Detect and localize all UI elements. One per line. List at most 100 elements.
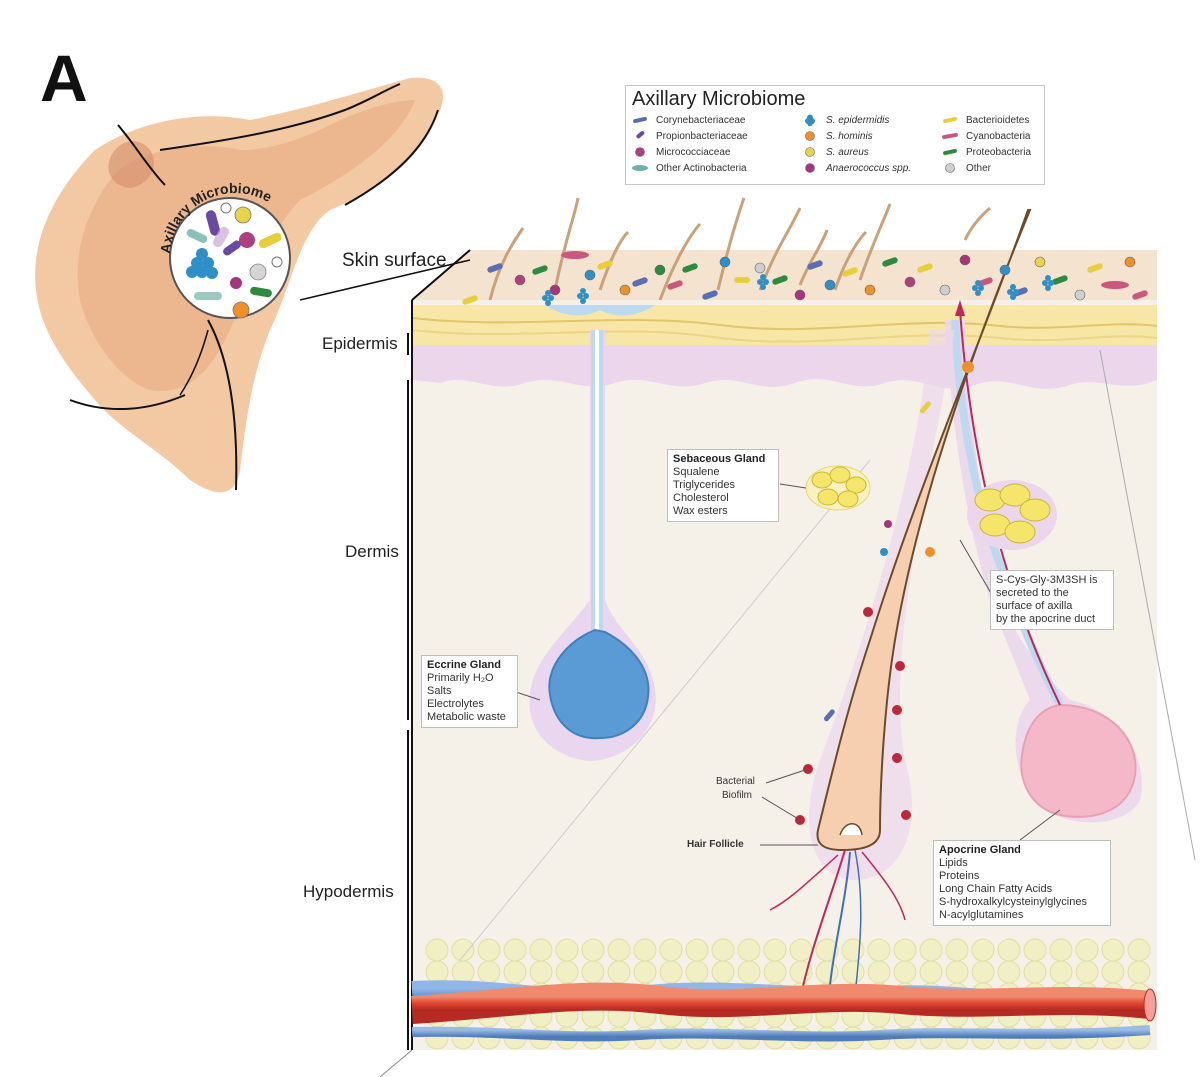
sebaceous-gland-left: [805, 465, 871, 511]
microbe: [561, 251, 589, 259]
microbe: [548, 295, 554, 301]
coccus-icon: [802, 130, 818, 142]
biofilm-label: Biofilm: [722, 790, 753, 801]
legend-item-label: S. epidermidis: [826, 114, 890, 126]
fat-cell: [1049, 960, 1073, 984]
microbe: [580, 288, 586, 294]
microbe: [1045, 285, 1051, 291]
fat-cell: [1101, 938, 1125, 962]
rod-icon: [632, 114, 648, 126]
microbe: [545, 290, 551, 296]
eccrine-line: Primarily H₂O: [427, 672, 494, 684]
fat-cell: [997, 960, 1021, 984]
microbe: [542, 295, 548, 301]
microbe: [1052, 275, 1068, 285]
microbe: [975, 280, 981, 286]
blood-vessels: [411, 980, 1157, 1042]
legend-item: Bacterioidetes: [942, 114, 1029, 126]
legend-item-label: Bacterioidetes: [966, 114, 1030, 126]
microbe: [532, 265, 548, 275]
coccus-icon: [632, 146, 648, 158]
dermis-label: Dermis: [345, 542, 399, 561]
fat-cell: [737, 938, 761, 962]
coccus-icon: [942, 162, 958, 174]
fat-cell: [425, 960, 449, 984]
fat-cell: [477, 960, 501, 984]
fat-cell: [581, 938, 605, 962]
microbe: [1048, 280, 1054, 286]
microbe: [580, 298, 586, 304]
fat-cell: [633, 938, 657, 962]
sebaceous-gland-box: Sebaceous Gland Squalene Triglycerides C…: [667, 449, 779, 522]
hair-follicle-label: Hair Follicle: [687, 839, 744, 850]
microbe: [807, 260, 823, 270]
microbe: [794, 289, 806, 301]
coccus-icon: [802, 162, 818, 174]
microbe: [1101, 281, 1129, 289]
panel-letter: A: [40, 41, 88, 115]
legend-item-label: Corynebacteriaceae: [656, 114, 746, 126]
microbe: [584, 269, 596, 281]
microbe: [917, 263, 933, 273]
secretion-line: secreted to the: [996, 587, 1069, 599]
short-rod-icon: [632, 130, 648, 142]
skin-surface-label: Skin surface: [342, 250, 447, 271]
apocrine-line: Proteins: [939, 870, 980, 882]
fat-cell: [841, 938, 865, 962]
microbe: [754, 262, 766, 274]
microbe: [824, 279, 836, 291]
legend-item-label: Micrococciaceae: [656, 146, 731, 158]
fat-cell: [555, 938, 579, 962]
microbe: [977, 277, 993, 287]
fat-cell: [477, 938, 501, 962]
apocrine-line: Long Chain Fatty Acids: [939, 883, 1053, 895]
microbe: [1010, 284, 1016, 290]
eccrine-line: Electrolytes: [427, 698, 484, 710]
inset-title: Axillary Microbiome: [157, 180, 275, 254]
microbe: [1007, 289, 1013, 295]
legend-item-label: S. aureus: [826, 146, 869, 158]
secretion-line: by the apocrine duct: [996, 613, 1096, 625]
fat-cell: [919, 960, 943, 984]
microbe: [719, 256, 731, 268]
leader-lines: [515, 483, 1061, 846]
fat-cell: [737, 960, 761, 984]
microbe: [1034, 256, 1046, 268]
coccus-icon: [802, 146, 818, 158]
fat-cell: [685, 960, 709, 984]
fat-cell: [711, 960, 735, 984]
microbe: [462, 295, 478, 305]
legend-item: S. epidermidis: [802, 114, 890, 127]
legend-item: Corynebacteriaceae: [632, 114, 746, 126]
microbe: [549, 284, 561, 296]
fat-cell: [815, 960, 839, 984]
legend-item-label: Proteobacteria: [966, 146, 1032, 158]
apocrine-line: S-hydroxalkylcysteinylglycines: [939, 896, 1087, 908]
microbe: [939, 284, 951, 296]
apocrine-title: Apocrine Gland: [939, 844, 1021, 856]
fat-cell: [503, 938, 527, 962]
legend-item: Other: [942, 162, 991, 174]
legend-item-label: Other: [966, 162, 992, 174]
hair-follicle: [769, 209, 1032, 1011]
secretion-line: S-Cys-Gly-3M3SH is: [996, 574, 1098, 586]
fat-cell: [893, 960, 917, 984]
fat-cell: [867, 960, 891, 984]
fat-cell: [919, 938, 943, 962]
apocrine-gland-box: Apocrine Gland Lipids Proteins Long Chai…: [933, 840, 1111, 926]
microbe: [619, 284, 631, 296]
bacterial-label: Bacterial: [716, 776, 755, 787]
microbe: [577, 293, 583, 299]
legend-item-label: Cyanobacteria: [966, 130, 1031, 142]
fat-cell: [893, 938, 917, 962]
microbe: [1087, 263, 1103, 273]
legend-item: Other Actinobacteria: [632, 162, 747, 174]
fat-cell: [763, 960, 787, 984]
microbe: [654, 264, 666, 276]
fat-cell: [971, 960, 995, 984]
fat-cell: [425, 938, 449, 962]
fat-cell: [1075, 938, 1099, 962]
fat-cell: [841, 960, 865, 984]
fat-cell: [1023, 960, 1047, 984]
